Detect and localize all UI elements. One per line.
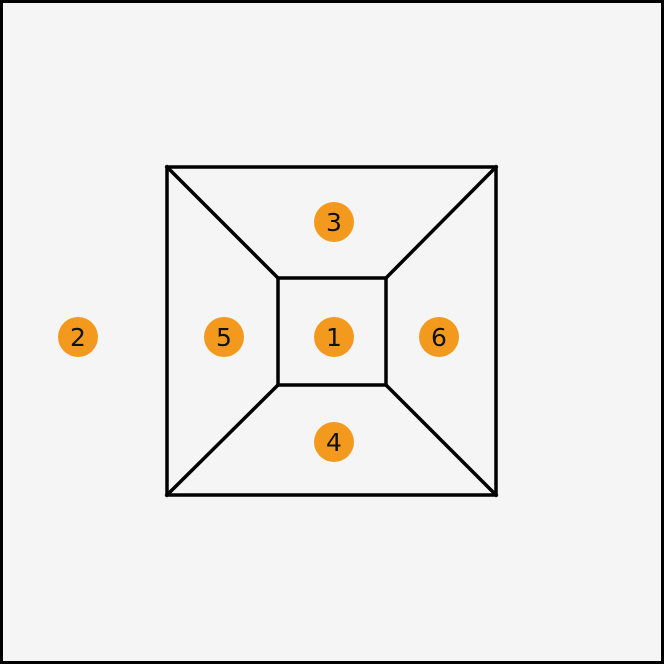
- badge-3: 3: [314, 202, 354, 242]
- outer-square: [165, 165, 498, 497]
- badge-1: 1: [314, 317, 354, 357]
- diagonal-top-right: [383, 164, 499, 281]
- diagonal-bottom-left: [164, 382, 281, 498]
- badge-2: 2: [58, 317, 98, 357]
- badge-5: 5: [204, 317, 244, 357]
- diagonal-top-left: [164, 164, 281, 281]
- inner-square: [276, 276, 388, 387]
- badge-6: 6: [419, 317, 459, 357]
- badge-4: 4: [314, 422, 354, 462]
- diagonal-bottom-right: [383, 382, 499, 498]
